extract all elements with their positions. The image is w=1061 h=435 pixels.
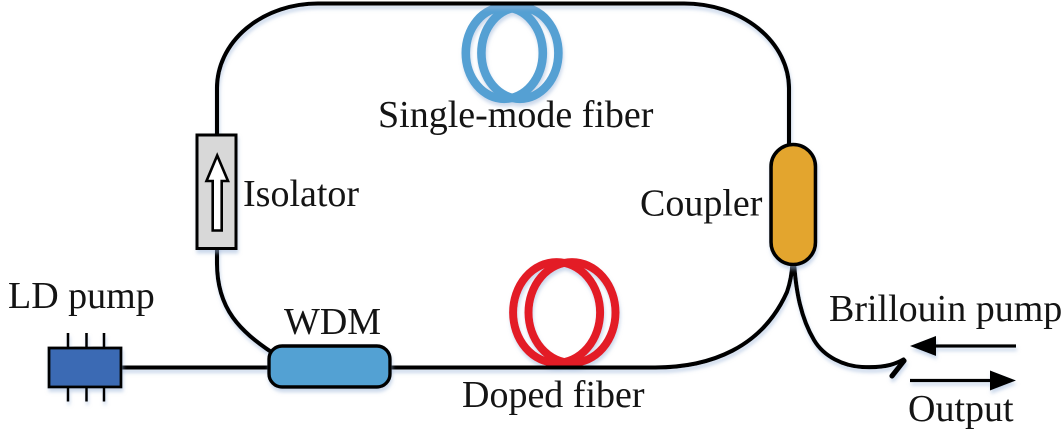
svg-text:WDM: WDM bbox=[284, 301, 381, 343]
svg-text:Brillouin pump: Brillouin pump bbox=[829, 288, 1061, 330]
svg-text:Isolator: Isolator bbox=[243, 173, 359, 215]
svg-text:Output: Output bbox=[908, 388, 1014, 430]
svg-text:Single-mode fiber: Single-mode fiber bbox=[378, 94, 654, 136]
svg-text:Coupler: Coupler bbox=[640, 183, 763, 225]
svg-text:LD pump: LD pump bbox=[8, 275, 155, 317]
svg-text:Doped fiber: Doped fiber bbox=[462, 374, 645, 416]
